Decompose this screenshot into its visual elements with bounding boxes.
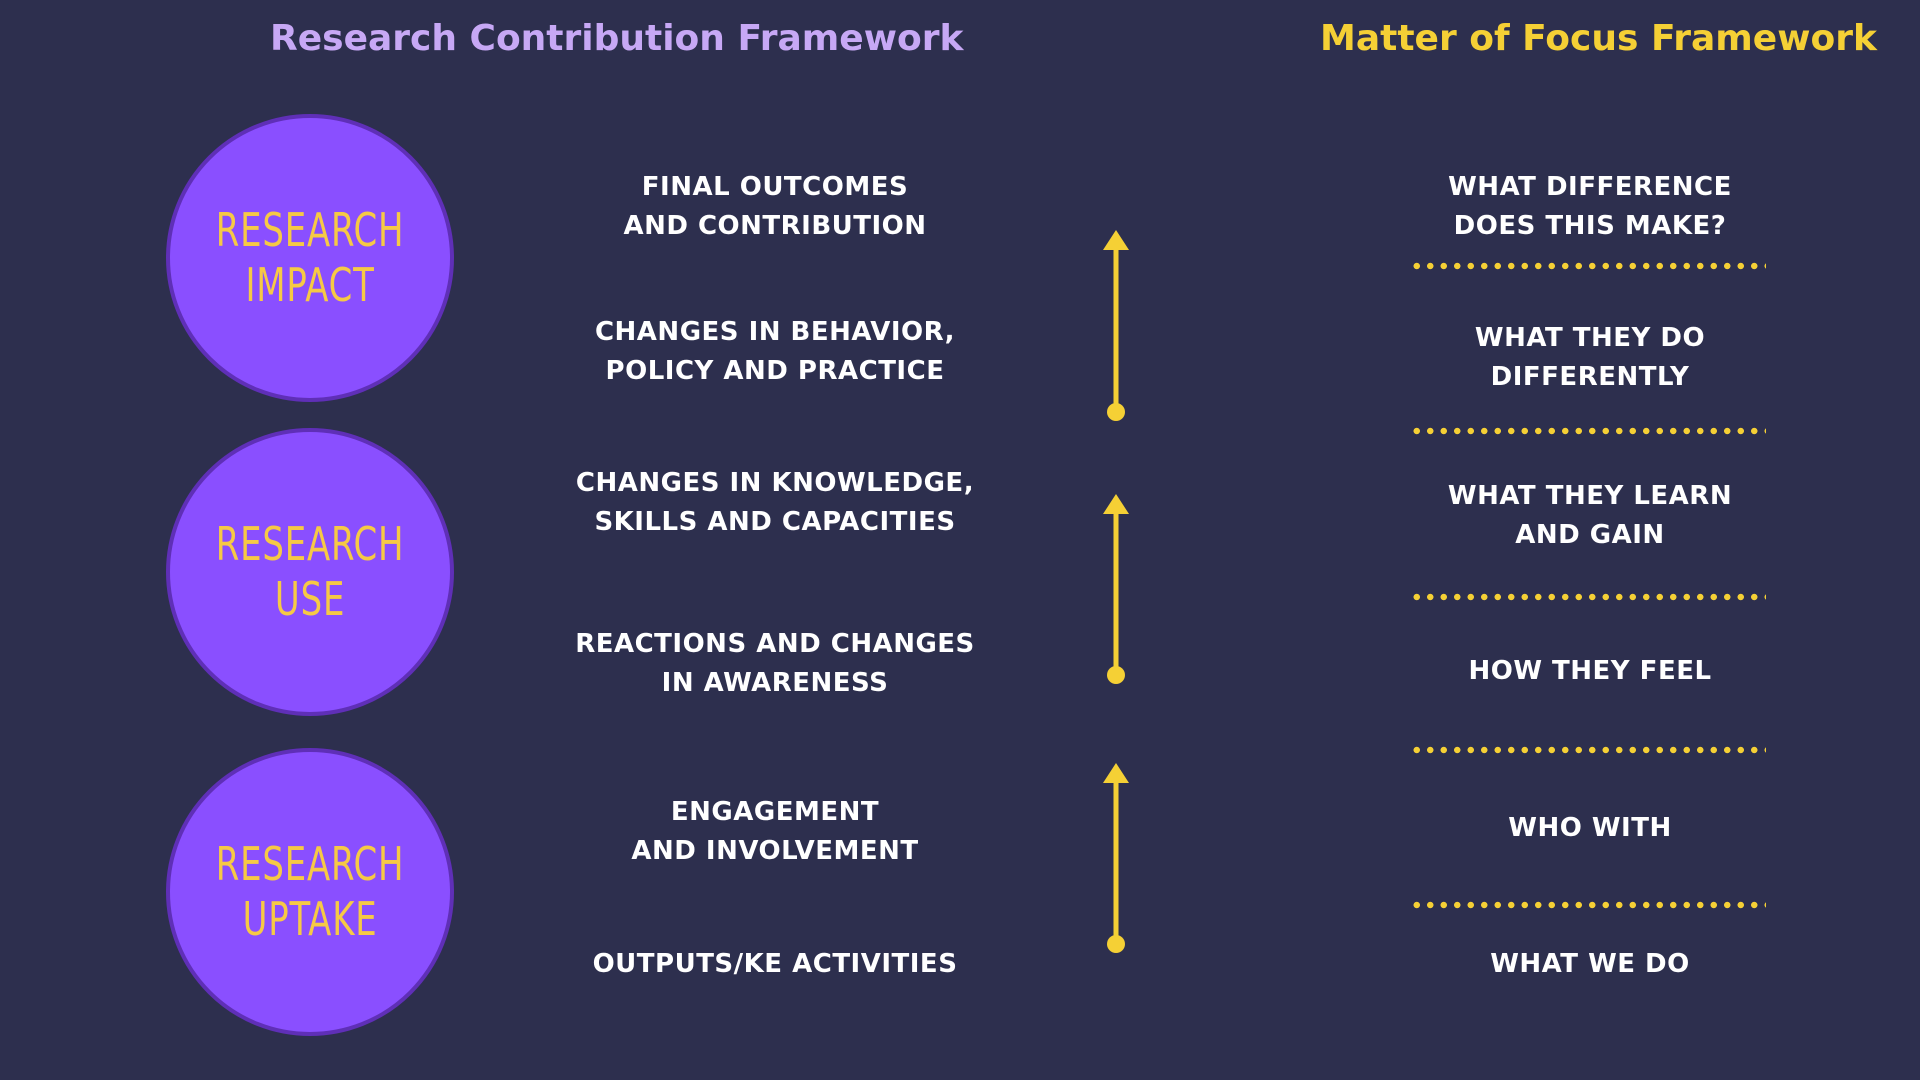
research-use-circle: RESEARCH USE [166, 428, 454, 716]
stage-knowledge-change: CHANGES IN KNOWLEDGE, SKILLS AND CAPACIT… [575, 468, 975, 537]
dotted-divider [1410, 593, 1766, 601]
focus-who-with: WHO WITH [1508, 813, 1672, 843]
focus-feel: HOW THEY FEEL [1468, 656, 1712, 686]
up-arrow-impact [1098, 230, 1134, 424]
focus-what-we-do: WHAT WE DO [1490, 949, 1690, 979]
dotted-divider [1410, 427, 1766, 435]
focus-do-differently: WHAT THEY DO DIFFERENTLY [1474, 323, 1706, 392]
research-contribution-heading: Research Contribution Framework [270, 18, 964, 59]
research-uptake-label: RESEARCH UPTAKE [215, 837, 405, 946]
dotted-divider [1410, 746, 1766, 754]
research-uptake-circle: RESEARCH UPTAKE [166, 748, 454, 1036]
dotted-divider [1410, 901, 1766, 909]
up-arrow-use [1098, 494, 1134, 688]
matter-of-focus-heading: Matter of Focus Framework [1320, 18, 1877, 59]
stage-final-outcomes: FINAL OUTCOMES AND CONTRIBUTION [623, 172, 927, 241]
focus-learn-gain: WHAT THEY LEARN AND GAIN [1447, 481, 1733, 550]
stage-outputs: OUTPUTS/KE ACTIVITIES [592, 949, 958, 979]
stage-engagement: ENGAGEMENT AND INVOLVEMENT [631, 797, 919, 866]
research-impact-label: RESEARCH IMPACT [215, 203, 405, 312]
research-impact-circle: RESEARCH IMPACT [166, 114, 454, 402]
stage-behavior-change: CHANGES IN BEHAVIOR, POLICY AND PRACTICE [594, 317, 956, 386]
up-arrow-uptake [1098, 763, 1134, 957]
focus-difference: WHAT DIFFERENCE DOES THIS MAKE? [1448, 172, 1732, 241]
dotted-divider [1410, 262, 1766, 270]
research-use-label: RESEARCH USE [215, 517, 405, 626]
stage-reactions-awareness: REACTIONS AND CHANGES IN AWARENESS [575, 629, 975, 698]
